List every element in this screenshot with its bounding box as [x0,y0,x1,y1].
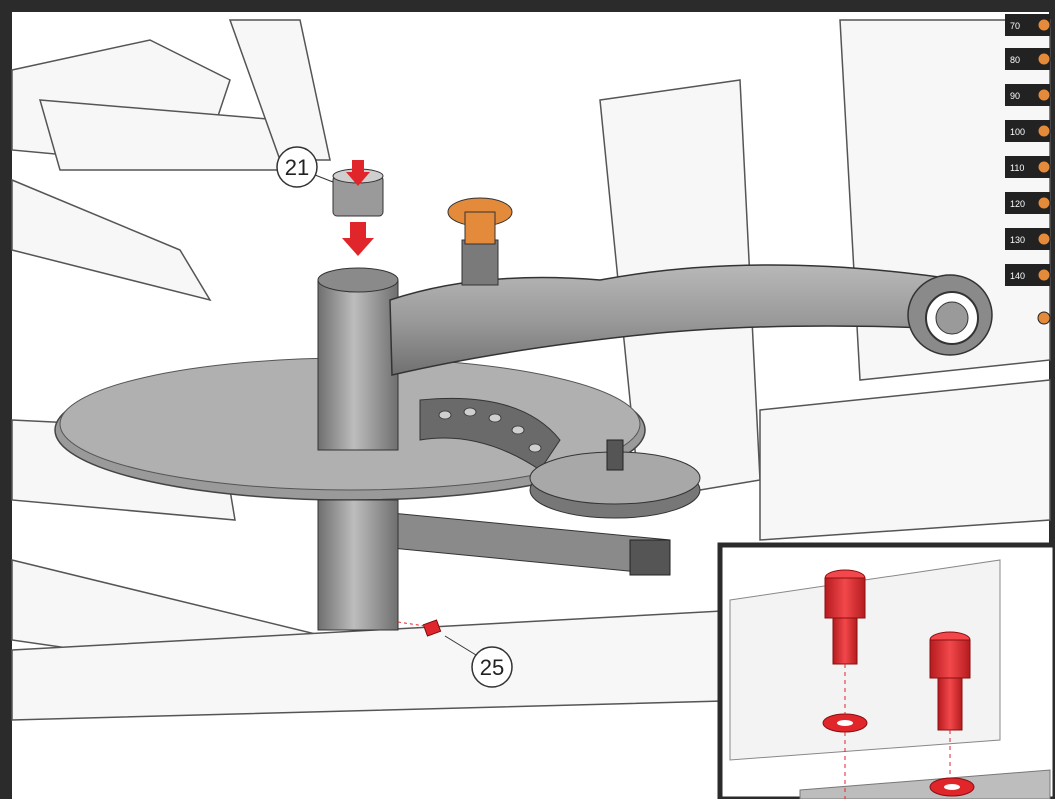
selector-hole-icon [1037,88,1051,102]
weight-label: 110 [1010,163,1024,173]
lower-post [317,499,399,631]
callout-circle [471,646,513,688]
selector-hole-icon [1037,52,1051,66]
inset-bolt-right [929,631,971,731]
callout-circle [276,146,318,188]
washer-hole [944,784,960,790]
arm-bearing-inner [935,301,969,335]
pivot-post-top [317,267,399,293]
selector-hole-icon [1037,18,1051,32]
selector-hole-icon [1037,160,1051,174]
index-hole-icon [488,413,502,423]
weight-label: 90 [1010,91,1020,101]
inset-bolt-left [824,569,866,665]
washer-hole [837,720,853,726]
selector-hole-icon [1037,311,1051,325]
weight-plate [1005,120,1050,142]
pulley-bolt [606,439,624,471]
weight-label: 130 [1010,235,1025,245]
weight-plate [1005,156,1050,178]
weight-plate [1005,228,1050,250]
bracket-end [629,539,671,576]
pop-pin-body [461,239,499,286]
index-hole-icon [438,410,452,420]
detail-inset [717,542,1055,799]
selector-hole-icon [1037,196,1051,210]
part-25-bolt-icon [422,619,442,637]
index-plate [419,397,561,471]
callout-25-label: 25 [480,655,504,680]
pop-pin-knob-stem [464,211,496,245]
index-hole-icon [528,443,542,453]
index-hole-icon [511,425,525,435]
weight-label: 140 [1010,271,1025,281]
weight-plate [1005,264,1050,286]
callout-leader [314,174,334,183]
weight-stack: 70 80 90 100 110 120 130 140 [1005,14,1051,325]
weight-plate [1005,84,1050,106]
callout-21-label: 21 [285,155,309,180]
callout-leader [444,635,477,656]
weight-label: 120 [1010,199,1025,209]
inset-surface [729,559,1001,761]
selector-hole-icon [1037,268,1051,282]
arrow-down-icon [342,222,374,256]
arrow-down-icon [346,160,370,186]
assembly-dashline [397,621,426,627]
weight-label: 100 [1010,127,1025,137]
inset-plate [799,769,1051,799]
selector-hole-icon [1037,124,1051,138]
weight-label: 80 [1010,55,1020,65]
selector-hole-icon [1037,232,1051,246]
weight-label: 70 [1010,21,1020,31]
weight-plate [1005,192,1050,214]
weight-plate [1005,14,1050,36]
pivot-post [317,279,399,451]
weight-plate [1005,48,1050,70]
index-hole-icon [463,407,477,417]
